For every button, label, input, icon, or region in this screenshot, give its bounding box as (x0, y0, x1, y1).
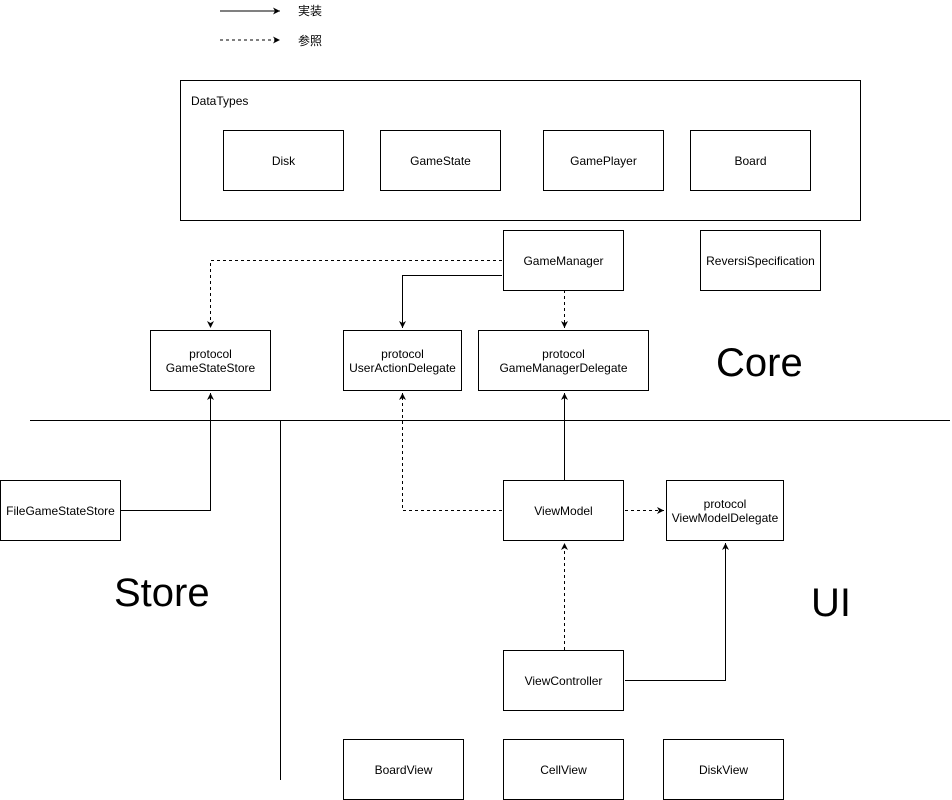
edge-gamemanager-useractiondelegate (399, 275, 502, 328)
node-box (503, 739, 624, 800)
node-label-line2: GameManagerDelegate (499, 361, 627, 375)
node-label: ReversiSpecification (706, 254, 815, 268)
node-box (503, 230, 624, 291)
node-label: GamePlayer (570, 154, 637, 168)
node-gamemanager: GameManager (503, 230, 624, 291)
edge-viewmodel-useractiondelegate (399, 393, 502, 511)
legend-references-label: 参照 (298, 33, 322, 48)
node-label: Board (734, 154, 766, 168)
node-disk: Disk (223, 130, 344, 191)
node-viewcontroller: ViewController (503, 650, 624, 711)
edge-viewcontroller-viewmodeldelegate (625, 543, 729, 681)
node-box (150, 330, 271, 391)
legend: 実装 参照 (220, 3, 322, 48)
node-label-line1: protocol (189, 347, 232, 361)
node-box (690, 130, 811, 191)
node-box (343, 330, 462, 391)
node-box (666, 480, 784, 541)
node-box (343, 739, 464, 800)
node-box (543, 130, 664, 191)
node-box (663, 739, 784, 800)
node-label: GameState (410, 154, 471, 168)
node-label: DiskView (699, 763, 748, 777)
node-board: Board (690, 130, 811, 191)
edges (121, 260, 729, 681)
node-label: ViewController (525, 674, 603, 688)
node-label-line1: protocol (704, 497, 747, 511)
node-diskview: DiskView (663, 739, 784, 800)
node-box (503, 480, 624, 541)
node-reversispecification: ReversiSpecification (700, 230, 821, 291)
node-cellview: CellView (503, 739, 624, 800)
node-label: GameManager (523, 254, 603, 268)
node-label: FileGameStateStore (6, 504, 115, 518)
region-label-ui: UI (811, 581, 851, 625)
node-label: CellView (540, 763, 587, 777)
node-label-line1: protocol (381, 347, 424, 361)
edge-gamemanager-gamestatestore (207, 260, 502, 328)
node-viewmodeldelegate-protocol: protocol ViewModelDelegate (666, 480, 784, 541)
node-label: ViewModel (534, 504, 592, 518)
node-viewmodel: ViewModel (503, 480, 624, 541)
node-box (700, 230, 821, 291)
node-useractiondelegate-protocol: protocol UserActionDelegate (343, 330, 462, 391)
node-box (503, 650, 624, 711)
node-label-line2: GameStateStore (166, 361, 256, 375)
datatypes-group-title: DataTypes (191, 94, 248, 108)
node-label: Disk (272, 154, 296, 168)
node-box (223, 130, 344, 191)
node-gamestatestore-protocol: protocol GameStateStore (150, 330, 271, 391)
legend-implements-label: 実装 (298, 3, 322, 18)
node-box (380, 130, 501, 191)
edge-filegamestatestore-gamestatestore (121, 393, 214, 511)
node-filegamestatestore: FileGameStateStore (0, 480, 121, 541)
region-label-store: Store (114, 571, 210, 615)
node-gamemanagerdelegate-protocol: protocol GameManagerDelegate (478, 330, 649, 391)
node-box (478, 330, 649, 391)
node-label: BoardView (375, 763, 433, 777)
node-boardview: BoardView (343, 739, 464, 800)
region-label-core: Core (716, 341, 803, 385)
node-label-line1: protocol (542, 347, 585, 361)
node-label-line2: UserActionDelegate (349, 361, 456, 375)
node-gamestate: GameState (380, 130, 501, 191)
node-gameplayer: GamePlayer (543, 130, 664, 191)
node-label-line2: ViewModelDelegate (672, 511, 779, 525)
node-box (0, 480, 121, 541)
